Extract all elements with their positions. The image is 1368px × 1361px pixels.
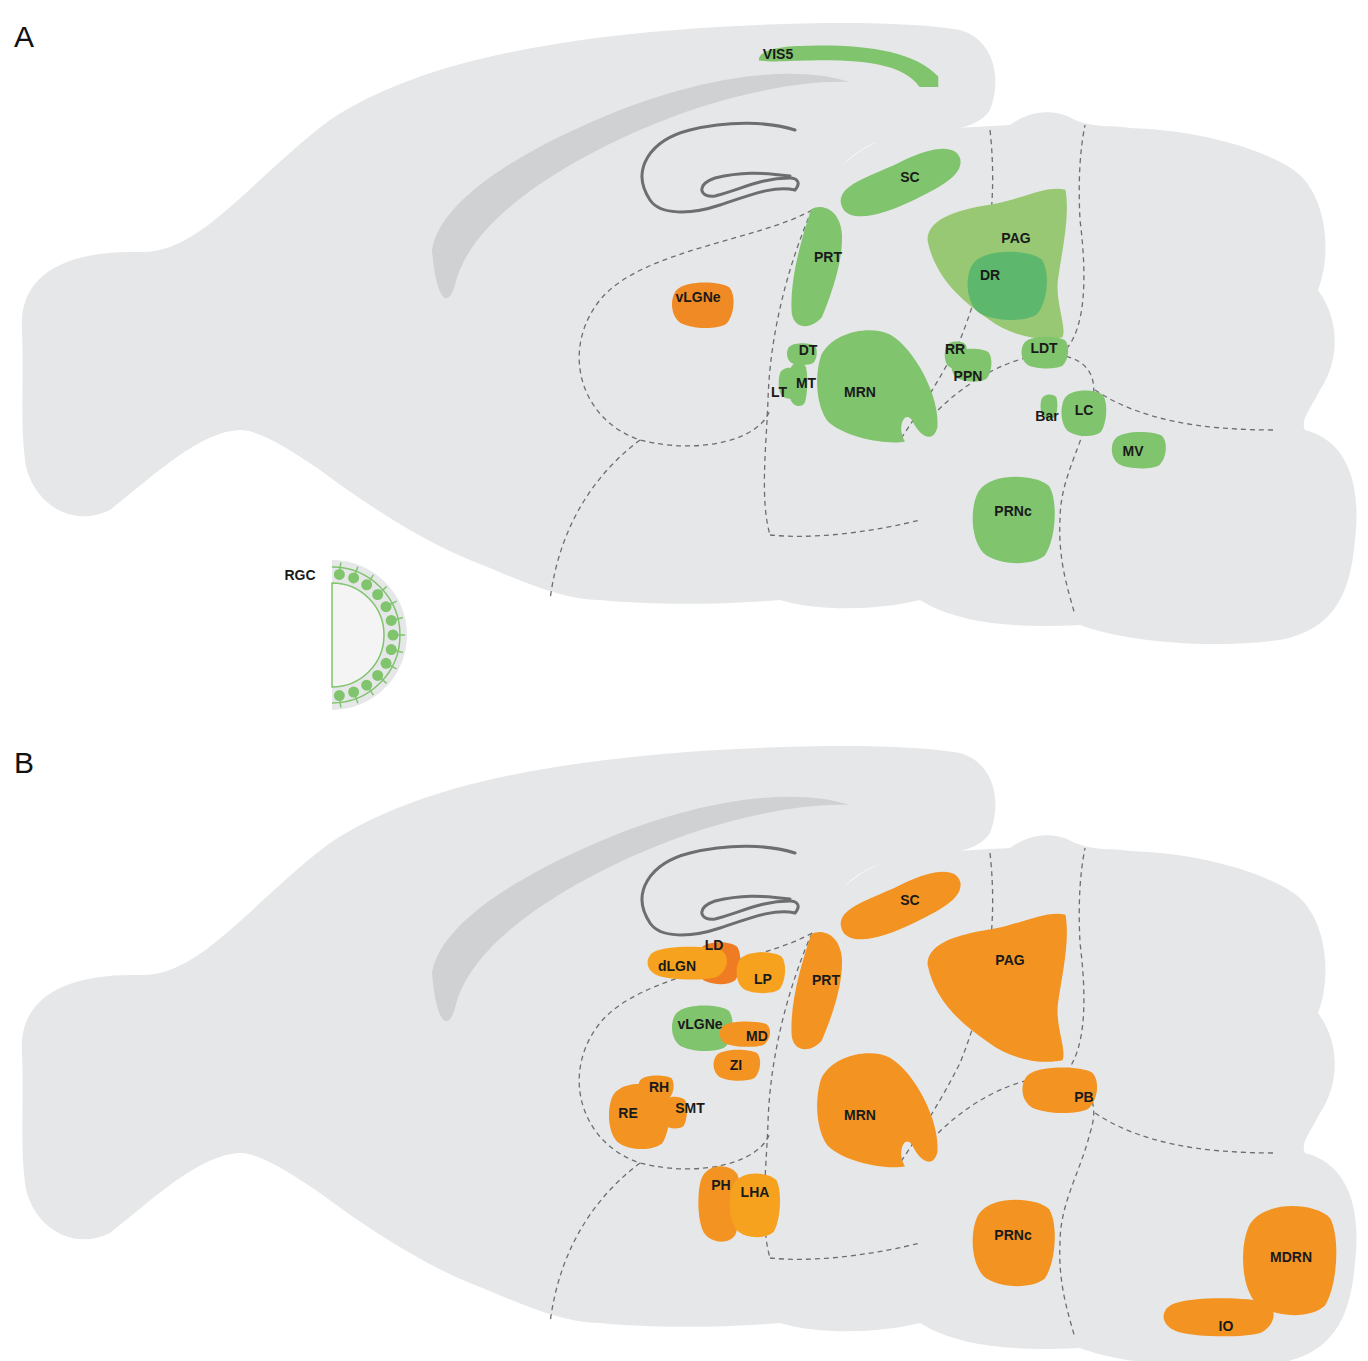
region-shape <box>920 910 1070 1065</box>
region-label: IO <box>1219 1319 1234 1333</box>
region-shape <box>670 280 736 330</box>
region-label: MRN <box>844 385 876 399</box>
region-label: Bar <box>1035 409 1058 423</box>
region-label: PAG <box>1001 231 1030 245</box>
region-label: LD <box>705 938 724 952</box>
region-label: LHA <box>741 1185 770 1199</box>
region-shape <box>970 472 1058 567</box>
region-label: MV <box>1123 444 1144 458</box>
brain-region: MV <box>1110 430 1168 470</box>
region-label: MRN <box>844 1108 876 1122</box>
region-label: LT <box>771 385 787 399</box>
region-label: RE <box>618 1106 637 1120</box>
brain-region: LHA <box>728 1170 782 1240</box>
brain-region: MRN <box>815 325 940 445</box>
region-label: PB <box>1074 1090 1093 1104</box>
region-label: MDRN <box>1270 1250 1312 1264</box>
region-label: vLGNe <box>677 1017 722 1031</box>
brain-region: ZI <box>712 1048 762 1082</box>
region-label: PRNc <box>994 1228 1031 1242</box>
region-label: SC <box>900 893 919 907</box>
region-label: SMT <box>675 1101 705 1115</box>
brain-region: DT <box>786 342 818 366</box>
region-shape <box>835 143 963 226</box>
brain-region: LC <box>1060 388 1108 438</box>
region-label: SC <box>900 170 919 184</box>
region-label: PH <box>711 1178 730 1192</box>
region-shape <box>815 325 940 445</box>
brain-region: SC <box>835 143 963 226</box>
region-shape <box>790 203 843 330</box>
brain-region: SMT <box>660 1095 688 1130</box>
brain-region: RGC <box>280 555 410 715</box>
region-label: LP <box>754 972 772 986</box>
region-label: DR <box>980 268 1000 282</box>
region-label: RR <box>945 342 965 356</box>
brain-region: LP <box>735 950 787 995</box>
region-label: VIS5 <box>763 47 793 61</box>
region-label: PRT <box>814 250 842 264</box>
brain-region: PAG DR <box>920 185 1070 342</box>
brain-region: DR <box>965 248 1050 323</box>
region-shape <box>728 1170 782 1240</box>
region-label: LC <box>1075 403 1094 417</box>
region-label: PPN <box>954 369 983 383</box>
region-shape <box>965 248 1050 323</box>
brain-region: MRN <box>815 1048 940 1170</box>
region-shape <box>815 1048 940 1170</box>
region-label: PRT <box>812 973 840 987</box>
panel-letter: B <box>14 748 34 778</box>
brain-region: vLGNe <box>670 280 736 330</box>
brain-region: VIS5 <box>755 42 942 88</box>
region-label: DT <box>799 343 818 357</box>
region-label: ZI <box>730 1058 742 1072</box>
brain-region: LDT <box>1020 335 1070 370</box>
brain-region: IO <box>1160 1296 1278 1338</box>
brain-region: PRNc <box>970 1195 1058 1290</box>
brain-region: SC <box>835 866 963 949</box>
region-label: PAG <box>995 953 1024 967</box>
brain-region: MD <box>718 1020 772 1048</box>
region-shape <box>790 928 843 1053</box>
brain-region: Bar <box>1040 393 1058 420</box>
brain-region: PRT <box>790 203 843 330</box>
brain-region: MT <box>788 360 808 408</box>
region-label: PRNc <box>994 504 1031 518</box>
brain-region: PB <box>1020 1065 1100 1115</box>
region-shape <box>835 866 963 949</box>
brain-region: PRNc <box>970 472 1058 567</box>
region-shape <box>970 1195 1058 1290</box>
region-label: RGC <box>284 568 315 582</box>
region-label: MD <box>746 1029 768 1043</box>
region-label: vLGNe <box>675 290 720 304</box>
brain-region: PRT <box>790 928 843 1053</box>
brain-region: PAG <box>920 910 1070 1065</box>
region-label: dLGN <box>658 959 696 973</box>
region-label: LDT <box>1030 341 1057 355</box>
region-label: MT <box>796 376 816 390</box>
region-label: RH <box>649 1080 669 1094</box>
panel-letter: A <box>14 22 34 52</box>
